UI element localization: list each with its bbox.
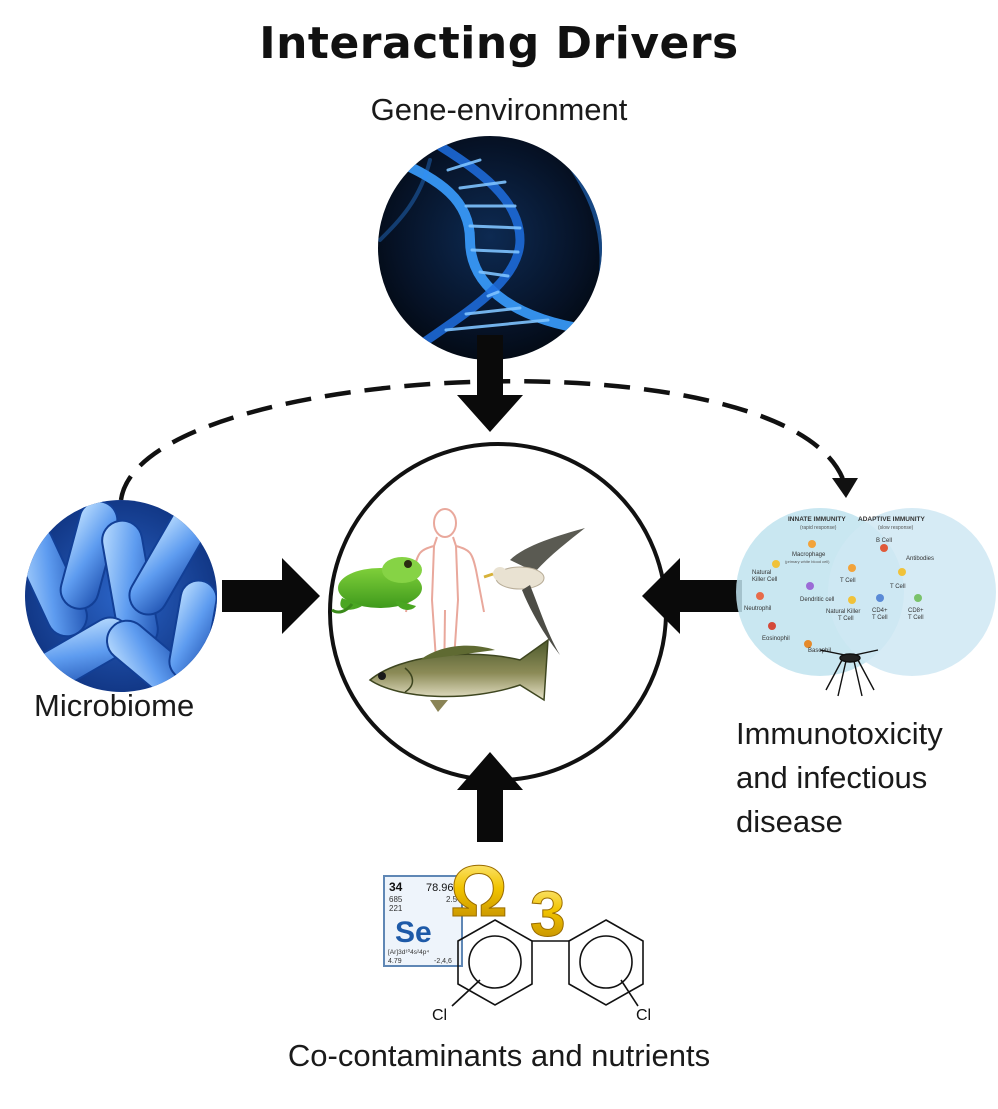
omega-glyph: Ω — [450, 852, 508, 932]
adaptive-title: ADAPTIVE IMMUNITY — [858, 516, 925, 523]
pcb-cl-right: Cl — [636, 1007, 651, 1024]
selenium-tile: 34 78.96 685 2.5 221 Se [Ar]3d¹⁰4s²4p⁴ 4… — [383, 875, 463, 967]
arrow-up-cocontaminants — [457, 752, 523, 842]
pcb-structure — [451, 919, 644, 1007]
dna-image — [378, 136, 602, 360]
arrow-left-immuno — [642, 558, 742, 634]
se-value-3: 221 — [389, 904, 403, 913]
frog-image — [331, 557, 422, 614]
se-value-4: 4.79 — [388, 958, 402, 965]
omega3-symbol: Ω 3 — [450, 852, 567, 951]
nk-label-2: Killer Cell — [752, 577, 777, 583]
immunity-panel: INNATE IMMUNITY (rapid response) ADAPTIV… — [736, 508, 996, 697]
innate-sub: (rapid response) — [800, 525, 837, 531]
se-symbol: Se — [395, 916, 432, 949]
omega-index: 3 — [530, 878, 566, 950]
fish-image — [368, 638, 549, 712]
t-cell-mid-label: T Cell — [840, 578, 856, 584]
eosinophil-label: Eosinophil — [762, 636, 790, 642]
innate-title: INNATE IMMUNITY — [788, 516, 846, 523]
antibodies-label: Antibodies — [906, 556, 934, 562]
cd8-label-2: T Cell — [908, 615, 924, 621]
co-contaminants-label: Co-contaminants and nutrients — [287, 1038, 711, 1073]
se-value-1: 685 — [389, 895, 403, 904]
immunotoxicity-label: Immunotoxicity and infectious disease — [736, 712, 943, 844]
diagram-title: Interacting Drivers — [259, 18, 739, 69]
immunotoxicity-line-1: Immunotoxicity — [736, 716, 943, 751]
bacteria-image — [25, 500, 217, 692]
immunotoxicity-line-3: disease — [736, 804, 843, 839]
cd4-label-1: CD4+ — [872, 608, 888, 614]
organism-circle — [328, 442, 668, 782]
dendritic-label: Dendritic cell — [800, 597, 834, 603]
se-atomic-mass: 78.96 — [426, 882, 454, 894]
cd8-label-1: CD8+ — [908, 608, 924, 614]
se-atomic-number: 34 — [389, 880, 403, 894]
nk-label-1: Natural — [752, 570, 771, 576]
neutrophil-label: Neutrophil — [744, 606, 771, 612]
se-config: [Ar]3d¹⁰4s²4p⁴ — [388, 948, 429, 956]
se-value-2: 2.5 — [446, 895, 458, 904]
b-cell-label: B Cell — [876, 538, 892, 544]
bird-image — [483, 528, 585, 655]
immunotoxicity-line-2: and infectious — [736, 760, 928, 795]
macrophage-sub: (primary white blood cell) — [785, 559, 830, 564]
arrow-right-microbiome — [222, 558, 320, 634]
nkt-label-2: T Cell — [838, 616, 854, 622]
arrows — [222, 335, 742, 842]
microbiome-label: Microbiome — [34, 688, 195, 723]
dashed-arrowhead — [832, 478, 858, 498]
arrow-down-gene — [457, 335, 523, 432]
basophil-label: Basophil — [808, 648, 831, 654]
cd4-label-2: T Cell — [872, 615, 888, 621]
se-value-5: -2,4,6 — [434, 958, 452, 965]
nkt-label-1: Natural Killer — [826, 609, 860, 615]
adaptive-sub: (slow response) — [878, 525, 914, 531]
pcb-cl-left: Cl — [432, 1007, 447, 1024]
gene-environment-label: Gene-environment — [370, 92, 628, 127]
macrophage-label: Macrophage — [792, 552, 826, 558]
t-cell-right-label: T Cell — [890, 584, 906, 590]
mosquito-image — [819, 649, 879, 697]
